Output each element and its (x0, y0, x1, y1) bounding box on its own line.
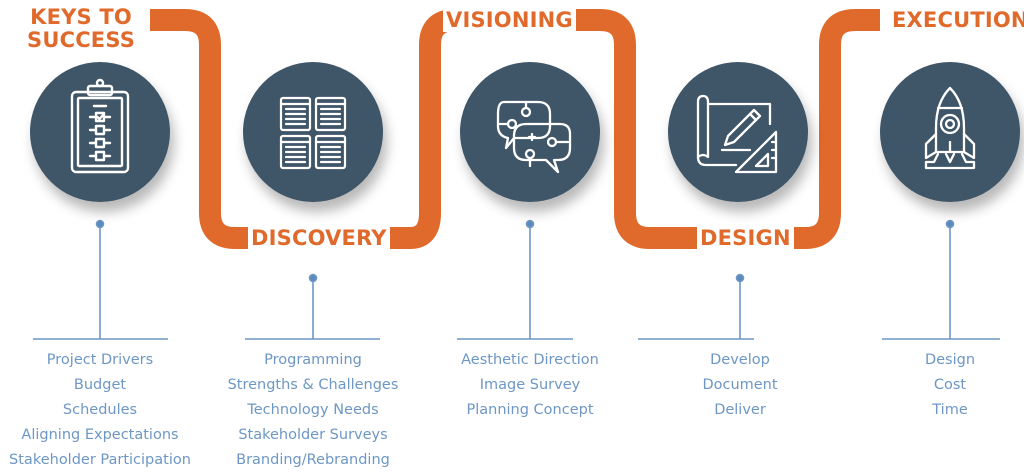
list-item: Deliver (714, 402, 766, 418)
stage-circle-execution (880, 62, 1020, 202)
connector-dot-1 (95, 219, 105, 229)
list-item: Cost (933, 377, 967, 393)
list-item: Aesthetic Direction (461, 352, 599, 368)
chat-bubbles-circuit-icon (496, 100, 572, 174)
list-item: Planning Concept (466, 402, 594, 418)
list-item: Stakeholder Participation (9, 452, 191, 468)
list-item: Strengths & Challenges (227, 377, 399, 393)
list-item: Technology Needs (247, 402, 379, 418)
stage-title-visioning: VISIONING (443, 9, 576, 32)
list-item: Branding/Rebranding (236, 452, 390, 468)
connector-dot-3 (525, 219, 535, 229)
list-item: Stakeholder Surveys (238, 427, 388, 443)
connector-dot-4 (735, 273, 745, 283)
list-item: Develop (710, 352, 770, 368)
list-item: Image Survey (479, 377, 581, 393)
list-item: Schedules (62, 402, 138, 418)
connector-dot-5 (945, 219, 955, 229)
list-item: Design (924, 352, 976, 368)
blueprint-pencil-ruler-icon (696, 94, 778, 174)
rocket-icon (924, 86, 976, 170)
stage-items-execution: Design Cost Time (840, 348, 1024, 423)
stage-title-design: DESIGN (697, 227, 794, 250)
stage-items-visioning: Aesthetic Direction Image Survey Plannin… (420, 348, 640, 423)
stage-title-execution: EXECUTION (889, 9, 1024, 32)
stage-items-keys: Project Drivers Budget Schedules Alignin… (0, 348, 210, 473)
list-item: Budget (73, 377, 127, 393)
stage-title-keys-to-success: KEYS TO SUCCESS (27, 5, 136, 52)
list-item: Project Drivers (46, 352, 154, 368)
stage-circle-design (668, 62, 808, 202)
stage-circle-discovery (243, 62, 383, 202)
connectors (33, 219, 1000, 340)
stage-items-design: Develop Document Deliver (630, 348, 850, 423)
clipboard-checklist-icon (70, 78, 130, 174)
list-item: Time (932, 402, 968, 418)
stage-items-discovery: Programming Strengths & Challenges Techn… (203, 348, 423, 473)
connector-dot-2 (308, 273, 318, 283)
stage-circle-visioning (460, 62, 600, 202)
list-item: Programming (264, 352, 362, 368)
title-line: SUCCESS (27, 28, 136, 52)
stage-title-discovery: DISCOVERY (248, 227, 390, 250)
list-item: Document (702, 377, 778, 393)
stage-circle-keys (30, 62, 170, 202)
title-line: KEYS TO (30, 5, 132, 29)
list-item: Aligning Expectations (21, 427, 179, 443)
document-grid-icon (279, 96, 347, 170)
